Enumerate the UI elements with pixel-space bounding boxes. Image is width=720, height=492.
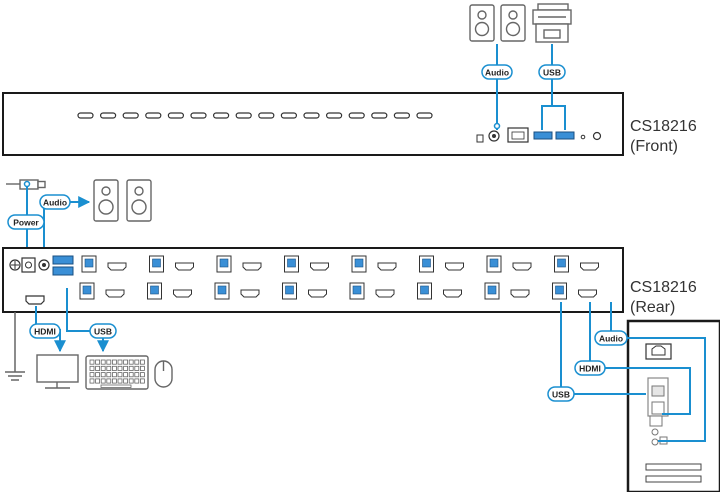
power-tag: Power bbox=[7, 214, 45, 230]
kvm-hdmi-port bbox=[173, 289, 192, 298]
console-hdmi-port bbox=[25, 295, 45, 305]
console-usb-port-1 bbox=[52, 255, 74, 265]
port-select-button bbox=[190, 112, 207, 119]
pc-hdmi-label: HDMI bbox=[579, 364, 601, 374]
power-label: Power bbox=[13, 218, 39, 228]
console-hdmi-label: HDMI bbox=[34, 327, 56, 337]
kvm-hdmi-port bbox=[377, 262, 397, 271]
speakers-icon bbox=[469, 4, 526, 42]
monitor-icon bbox=[36, 354, 79, 389]
front-usb-port-2 bbox=[555, 131, 575, 140]
port-select-button bbox=[213, 112, 230, 119]
port-select-button bbox=[371, 112, 388, 119]
front-usb-port-1 bbox=[533, 131, 553, 140]
pc-hdmi-tag: HDMI bbox=[574, 360, 606, 376]
port-select-button bbox=[99, 112, 117, 119]
pc-hdmi-cable bbox=[589, 302, 691, 415]
pc-audio-label: Audio bbox=[599, 334, 623, 344]
front-panel bbox=[2, 92, 624, 156]
console-hdmi-tag: HDMI bbox=[29, 323, 61, 339]
kvm-hdmi-port bbox=[242, 262, 262, 271]
port-select-button bbox=[348, 112, 365, 119]
kvm-hdmi-port bbox=[175, 262, 194, 271]
power-socket bbox=[21, 257, 36, 273]
kvm-hdmi-port bbox=[107, 262, 127, 271]
port-select-button bbox=[235, 112, 252, 119]
front-usb-label: USB bbox=[543, 68, 561, 78]
kvm-hdmi-port bbox=[105, 289, 125, 298]
ground-icon bbox=[5, 312, 25, 381]
kvm-hdmi-port bbox=[443, 289, 462, 298]
rear-model-label: CS18216 bbox=[630, 279, 697, 296]
mouse-icon bbox=[154, 360, 173, 388]
port-select-button bbox=[167, 112, 184, 119]
kvm-hdmi-port bbox=[445, 262, 464, 271]
port-select-button bbox=[280, 112, 297, 119]
port-select-button bbox=[303, 112, 320, 119]
port-select-button bbox=[145, 112, 162, 119]
front-led bbox=[580, 134, 586, 140]
front-usb-tag: USB bbox=[538, 64, 566, 80]
port-select-button bbox=[326, 112, 343, 119]
kvm-hdmi-port bbox=[580, 262, 599, 271]
rear-view-label: (Rear) bbox=[630, 299, 676, 316]
front-reset-button bbox=[592, 131, 602, 141]
front-view-label: (Front) bbox=[630, 138, 678, 155]
console-usb-port-2 bbox=[52, 266, 74, 276]
kvm-hdmi-port bbox=[308, 289, 327, 298]
front-ethernet-port bbox=[507, 127, 529, 143]
pc-usb-tag: USB bbox=[547, 386, 575, 402]
rear-panel bbox=[2, 247, 624, 313]
port-select-button bbox=[393, 112, 410, 119]
front-small-switch bbox=[476, 134, 484, 143]
kvm-hdmi-port bbox=[578, 289, 597, 298]
pc-audio-cable bbox=[610, 302, 706, 442]
rear-speakers-icon bbox=[93, 179, 152, 222]
port-select-button bbox=[258, 112, 275, 119]
kvm-hdmi-port bbox=[310, 262, 329, 271]
keyboard-icon bbox=[85, 355, 149, 390]
kvm-hdmi-port bbox=[240, 289, 260, 298]
console-usb-label: USB bbox=[94, 327, 112, 337]
printer-icon bbox=[532, 3, 572, 43]
front-model-label: CS18216 bbox=[630, 118, 697, 135]
kvm-hdmi-port bbox=[510, 289, 530, 298]
port-select-button bbox=[77, 112, 94, 119]
port-select-button bbox=[416, 112, 433, 119]
pc-usb-label: USB bbox=[552, 390, 570, 400]
computer-tower-icon bbox=[626, 319, 720, 492]
kvm-hdmi-port bbox=[375, 289, 395, 298]
console-usb-tag: USB bbox=[89, 323, 117, 339]
port-select-button bbox=[122, 112, 139, 119]
front-audio-label: Audio bbox=[485, 68, 509, 78]
rear-audio-tag: Audio bbox=[39, 194, 71, 210]
pc-audio-tag: Audio bbox=[594, 330, 628, 346]
rear-audio-label: Audio bbox=[43, 198, 67, 208]
front-audio-tag: Audio bbox=[481, 64, 513, 80]
kvm-hdmi-port bbox=[512, 262, 532, 271]
